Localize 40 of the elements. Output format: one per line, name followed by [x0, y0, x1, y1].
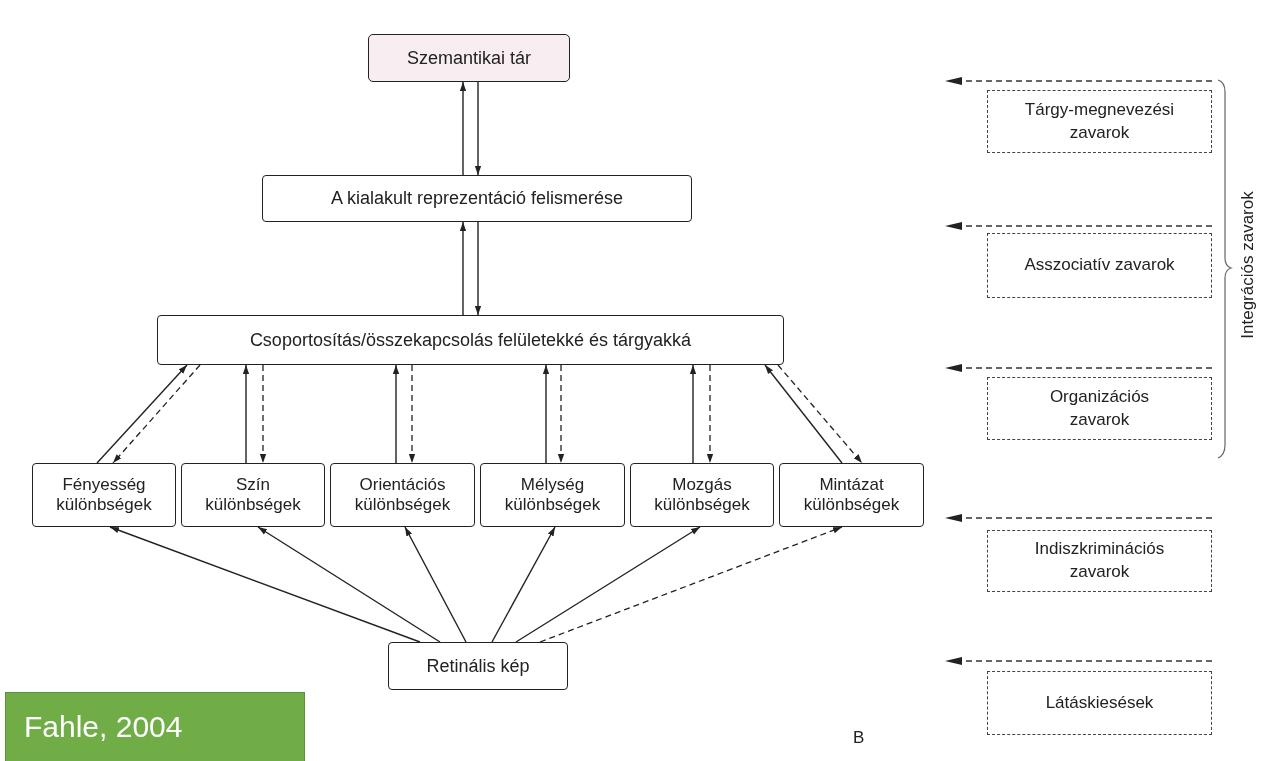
process-box: Retinális kép [388, 642, 568, 690]
disorder-box: Organizációs zavarok [987, 377, 1212, 440]
store-box: Szemantikai tár [368, 34, 570, 82]
arrow [408, 364, 416, 464]
arrow [242, 364, 250, 464]
arrow [257, 526, 441, 643]
arrow [112, 364, 201, 464]
process-box: Csoportosítás/összekapcsolás felületekké és tárgyakká [157, 315, 784, 365]
feature-box: Szín különbségek [181, 463, 325, 527]
arrow [109, 526, 421, 643]
arrow [459, 221, 467, 316]
arrow [515, 526, 701, 643]
arrow [706, 364, 714, 464]
panel-letter: B [853, 728, 865, 748]
arrow [491, 526, 556, 643]
disorder-box: Látáskiesések [987, 671, 1212, 735]
feature-box: Fényesség különbségek [32, 463, 176, 527]
disorder-box: Asszociatív zavarok [987, 233, 1212, 298]
arrow [474, 221, 482, 316]
arrow [557, 364, 565, 464]
disorder-box: Tárgy-megnevezési zavarok [987, 90, 1212, 153]
process-box: A kialakult reprezentáció felismerése [262, 175, 692, 222]
feature-box: Mintázat különbségek [779, 463, 924, 527]
arrow [259, 364, 267, 464]
arrow [539, 526, 843, 643]
arrow [764, 364, 843, 464]
feature-box: Orientációs különbségek [330, 463, 475, 527]
group-label: Integrációs zavarok [1238, 191, 1258, 339]
arrow [404, 526, 467, 643]
feature-box: Mozgás különbségek [630, 463, 774, 527]
arrow [777, 364, 863, 464]
citation-tag: Fahle, 2004 [5, 692, 305, 761]
arrow [392, 364, 400, 464]
arrow [96, 364, 188, 464]
arrow [542, 364, 550, 464]
arrow [459, 81, 467, 176]
arrow [474, 81, 482, 176]
disorder-box: Indiszkriminációs zavarok [987, 530, 1212, 592]
feature-box: Mélység különbségek [480, 463, 625, 527]
arrow [689, 364, 697, 464]
